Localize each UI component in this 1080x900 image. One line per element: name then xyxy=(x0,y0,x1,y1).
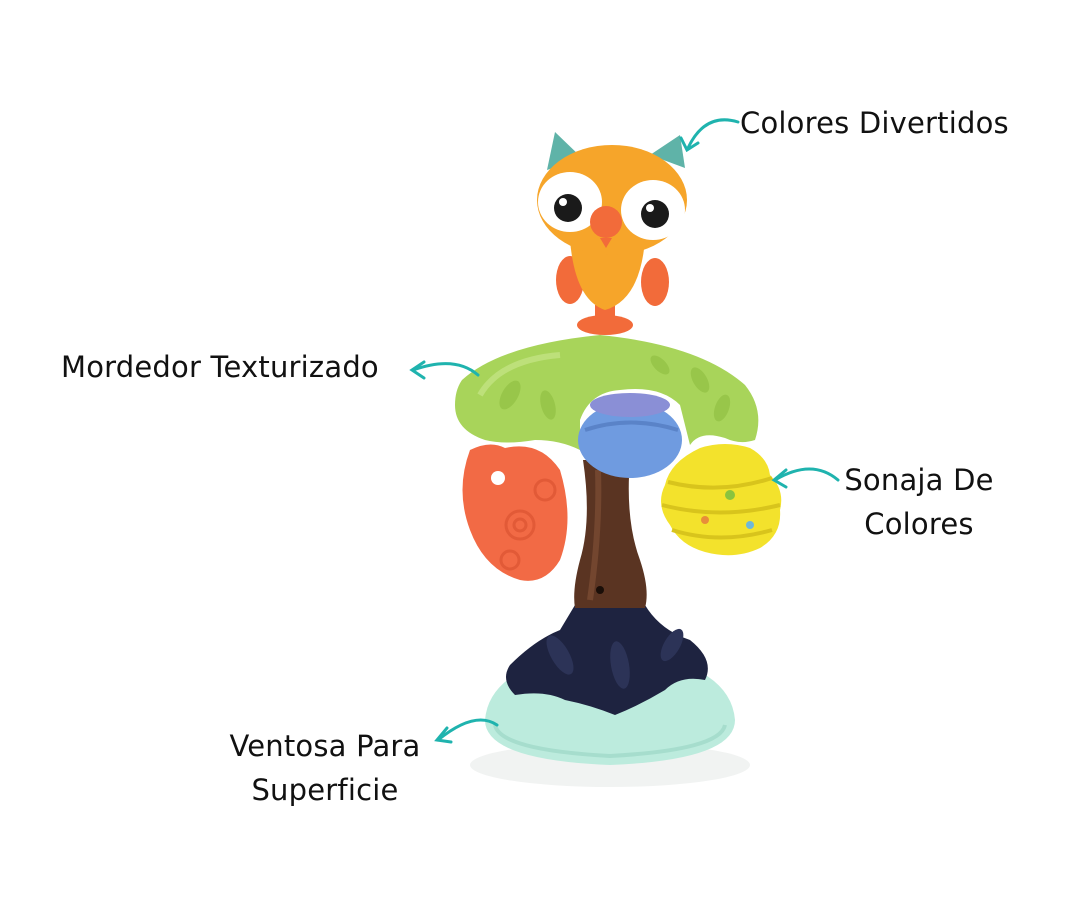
owl xyxy=(537,132,687,335)
annotation-suction: Ventosa Para Superficie xyxy=(216,724,434,812)
annotation-suction-line2: Superficie xyxy=(251,773,399,807)
teether xyxy=(462,444,568,581)
arrow-suction xyxy=(434,718,499,744)
canopy xyxy=(455,335,759,450)
annotation-colors-text: Colores Divertidos xyxy=(740,106,1009,140)
annotation-suction-line1: Ventosa Para xyxy=(229,729,421,763)
annotation-colors: Colores Divertidos xyxy=(740,101,1009,145)
arrow-colors xyxy=(679,118,740,153)
annotation-rattle: Sonaja De Colores xyxy=(838,458,1000,546)
annotation-rattle-line1: Sonaja De xyxy=(844,463,994,497)
ball xyxy=(578,393,682,478)
rattle xyxy=(661,444,782,556)
annotation-teether: Mordedor Texturizado xyxy=(61,345,379,389)
annotation-teether-text: Mordedor Texturizado xyxy=(61,350,379,384)
annotation-rattle-line2: Colores xyxy=(864,507,974,541)
base-cover xyxy=(506,605,708,715)
trunk xyxy=(574,460,647,608)
arrow-rattle xyxy=(771,467,840,489)
arrow-teether xyxy=(409,360,480,380)
